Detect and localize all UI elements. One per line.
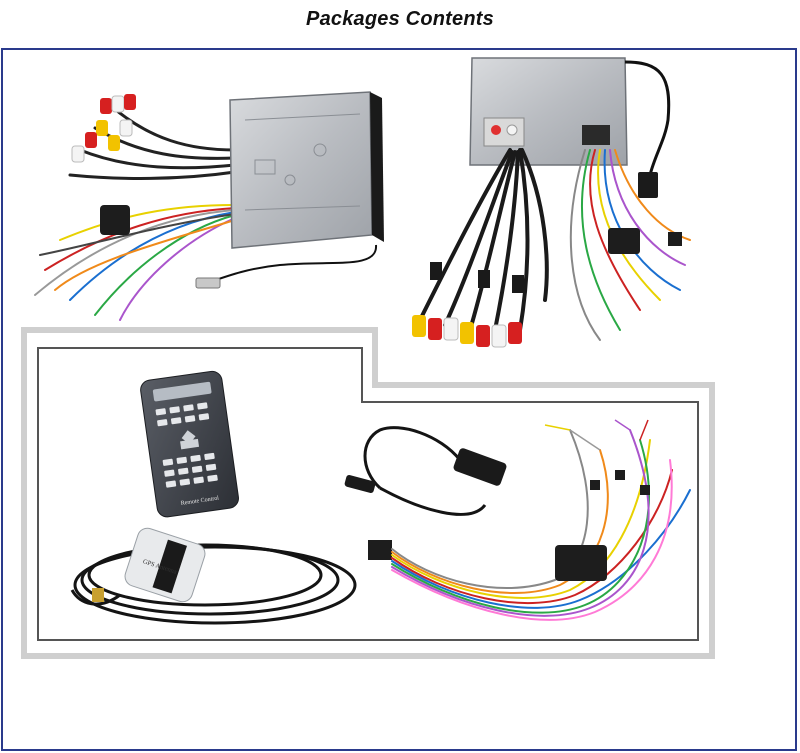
- page-title: Packages Contents: [306, 8, 494, 30]
- remote-control-photo: Remote Control: [140, 370, 239, 518]
- inset-outline: [21, 327, 715, 659]
- rca-harness-photo: [412, 57, 691, 348]
- gps-antenna-photo: GPS Antenna: [70, 527, 357, 625]
- remote-label: Remote Control: [180, 496, 219, 507]
- wiring-harness-photo: [368, 419, 691, 621]
- usb-cable-photo: [344, 426, 507, 516]
- head-unit-photo: [34, 91, 384, 321]
